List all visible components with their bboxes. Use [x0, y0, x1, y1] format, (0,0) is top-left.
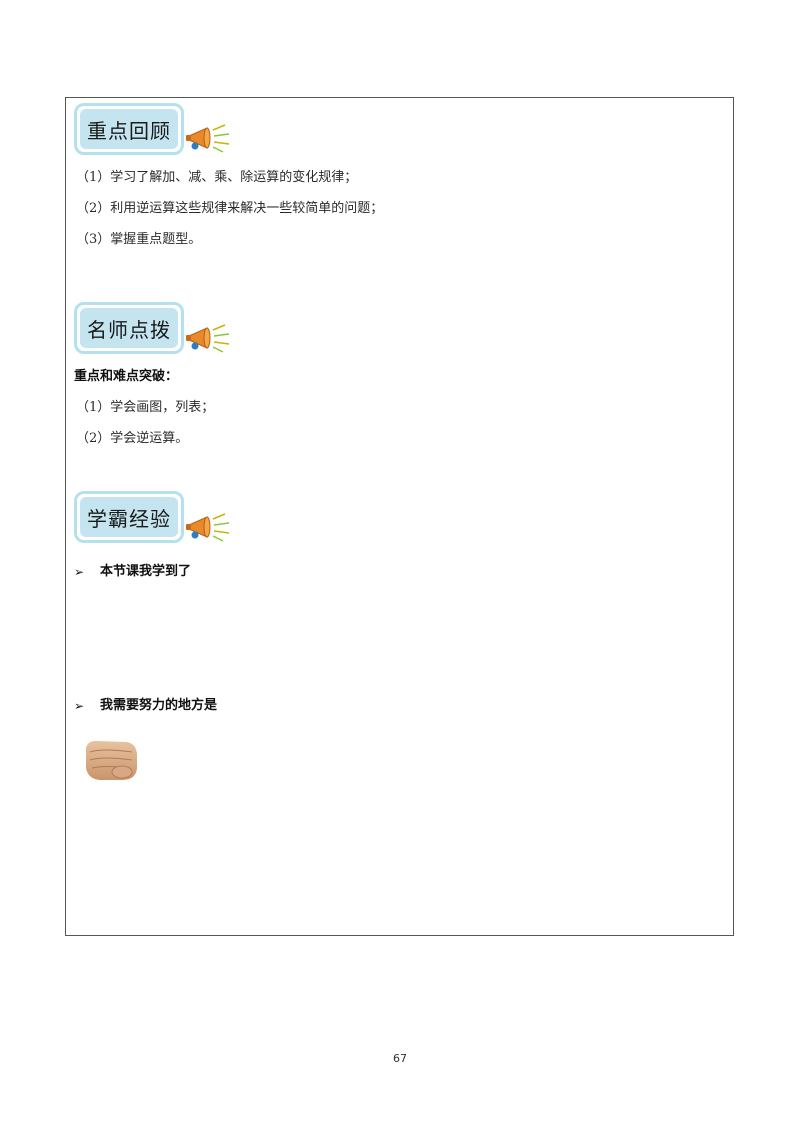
section-title-label: 名师点拨	[80, 308, 178, 348]
tips-line-2: （2）学会逆运算。	[76, 431, 189, 446]
section-title-review: 重点回顾	[74, 103, 184, 155]
section-title-label: 重点回顾	[80, 109, 178, 149]
megaphone-icon	[186, 513, 230, 542]
fist-icon	[86, 740, 137, 780]
page-number: 67	[393, 1052, 407, 1065]
content-frame	[65, 97, 734, 936]
review-line-2: （2）利用逆运算这些规律来解决一些较简单的问题；	[76, 201, 384, 216]
review-line-1: （1）学习了解加、减、乘、除运算的变化规律；	[76, 170, 358, 185]
megaphone-icon	[186, 124, 230, 153]
tips-subheading: 重点和难点突破：	[74, 369, 179, 384]
improve-prompt: 我需要努力的地方是	[100, 698, 218, 713]
megaphone-icon	[186, 324, 230, 353]
section-title-label: 学霸经验	[80, 497, 178, 537]
review-line-3: （3）掌握重点题型。	[76, 232, 202, 247]
section-title-experience: 学霸经验	[74, 491, 184, 543]
bullet-arrow-icon: ➢	[74, 565, 85, 579]
learned-prompt: 本节课我学到了	[100, 564, 192, 579]
bullet-arrow-icon: ➢	[74, 699, 85, 713]
section-title-tips: 名师点拨	[74, 302, 184, 354]
tips-line-1: （1）学会画图，列表；	[76, 400, 215, 415]
